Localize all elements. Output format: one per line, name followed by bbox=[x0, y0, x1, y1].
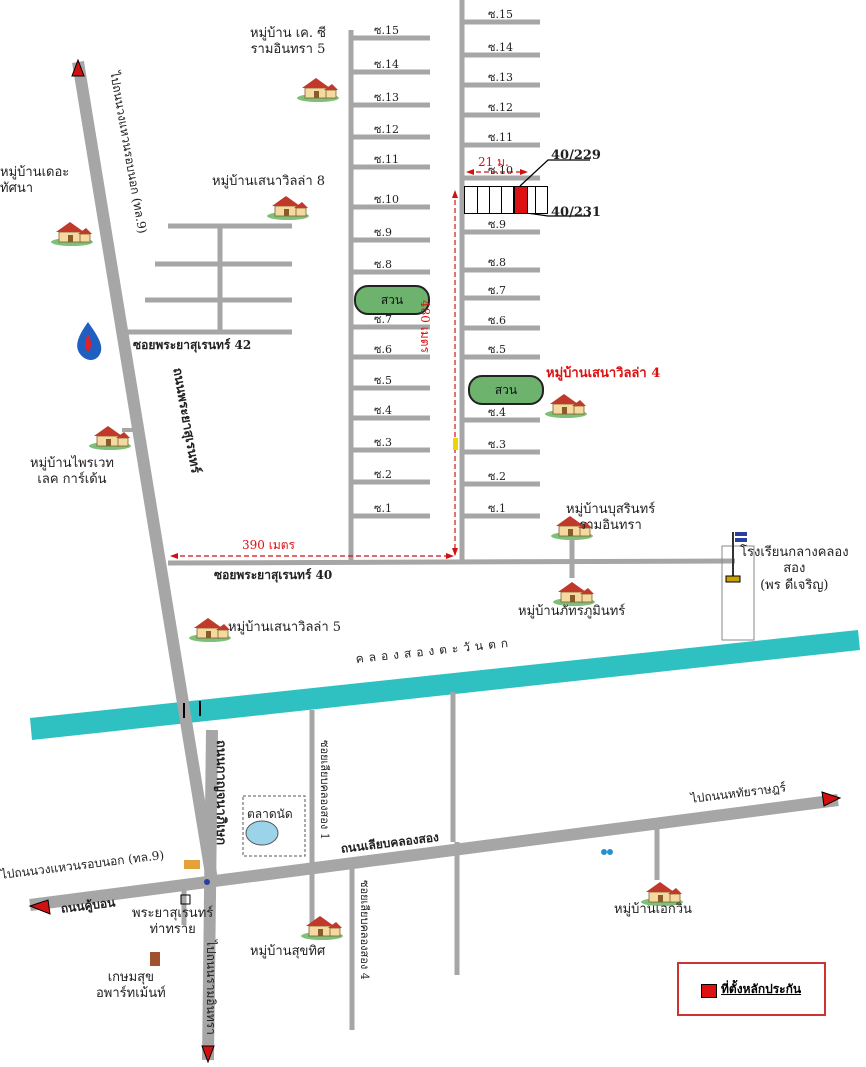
left-soi-label: ซ.14 bbox=[374, 58, 399, 71]
arrow-north bbox=[71, 58, 85, 77]
plot-bottom-label: 40/231 bbox=[551, 205, 601, 220]
right-soi-label: ซ.5 bbox=[488, 343, 506, 356]
canal bbox=[30, 630, 860, 740]
arrow-south bbox=[201, 1045, 215, 1064]
right-soi-label: ซ.14 bbox=[488, 41, 513, 54]
left-soi-label: ซ.7 bbox=[374, 313, 392, 326]
place-busarin: หมู่บ้านบุสรินทร์ รามอินทรา bbox=[566, 502, 656, 534]
house-icon bbox=[296, 74, 340, 102]
place-market: ตลาดนัด bbox=[247, 807, 293, 821]
right-soi-label: ซ.9 bbox=[488, 218, 506, 231]
place-kasemsuk: เกษมสุข อพาร์ทเม้นท์ bbox=[96, 970, 166, 1002]
house-icon bbox=[544, 390, 588, 418]
right-soi-branches bbox=[462, 19, 540, 519]
right-soi-label: ซ.15 bbox=[488, 8, 513, 21]
sign-icon bbox=[184, 860, 200, 869]
marker-icon bbox=[453, 438, 458, 450]
road-label-soi-42: ซอยพระยาสุเรนทร์ 42 bbox=[133, 338, 252, 352]
legend: ที่ตั้งหลักประกัน bbox=[677, 962, 826, 1016]
arrow-east bbox=[821, 791, 842, 807]
right-soi-label: ซ.4 bbox=[488, 406, 506, 419]
market-area bbox=[242, 795, 306, 857]
logo-icon bbox=[601, 849, 607, 855]
place-senavilla-4: หมู่บ้านเสนาวิลล่า 4 bbox=[546, 366, 661, 381]
place-senavilla-8: หมู่บ้านเสนาวิลล่า 8 bbox=[212, 174, 326, 189]
distance-21m: 21 ม. bbox=[478, 155, 509, 169]
right-soi-label: ซ.3 bbox=[488, 438, 506, 451]
plot-top-label: 40/229 bbox=[551, 148, 601, 163]
distance-390m: 390 เมตร bbox=[242, 538, 295, 552]
left-soi-label: ซ.12 bbox=[374, 123, 399, 136]
road-soi-40 bbox=[167, 558, 736, 566]
apartment-icon bbox=[150, 952, 160, 966]
left-soi-label: ซ.10 bbox=[374, 193, 399, 206]
park-right: สวน bbox=[468, 375, 544, 405]
left-soi-label: ซ.3 bbox=[374, 436, 392, 449]
school-area bbox=[721, 545, 755, 641]
left-soi-label: ซ.13 bbox=[374, 91, 399, 104]
left-soi-label: ซ.11 bbox=[374, 153, 399, 166]
measure-arrows bbox=[170, 169, 528, 559]
place-the-tasana: หมู่บ้านเดอะ ทัศนา bbox=[0, 165, 70, 197]
distance-480m: 480 เมตร bbox=[418, 300, 432, 353]
place-senavilla-5: หมู่บ้านเสนาวิลล่า 5 bbox=[228, 620, 342, 635]
road-kanchanaphisek-south bbox=[202, 729, 218, 1061]
house-icon bbox=[552, 578, 596, 606]
road-liab-khlong-song bbox=[29, 794, 839, 911]
road-phraya-suren bbox=[72, 61, 218, 881]
right-soi-label: ซ.12 bbox=[488, 101, 513, 114]
intersection-icon bbox=[204, 879, 210, 885]
left-soi-label: ซ.1 bbox=[374, 502, 392, 515]
left-soi-label: ซ.8 bbox=[374, 258, 392, 271]
left-soi-branches bbox=[351, 35, 430, 519]
legend-label: ที่ตั้งหลักประกัน bbox=[721, 982, 802, 996]
market-icon bbox=[245, 820, 279, 846]
place-phraya-suren-tharai: พระยาสุเรนทร์ ท่าทราย bbox=[132, 906, 214, 938]
road-label-kanchanaphisek: ถนนกาญจนาภิเษก bbox=[213, 740, 228, 846]
direction-arrows bbox=[28, 58, 842, 1064]
right-soi-label: ซ.6 bbox=[488, 314, 506, 327]
left-soi-label: ซ.15 bbox=[374, 24, 399, 37]
place-phatra: หมู่บ้านภัทรภูมินทร์ bbox=[518, 604, 626, 619]
road-network bbox=[29, 0, 839, 1061]
place-suk-sit: หมู่บ้านสุขทิศ bbox=[250, 944, 326, 959]
left-soi-label: ซ.9 bbox=[374, 226, 392, 239]
house-icon bbox=[88, 422, 132, 450]
house-icon bbox=[188, 614, 232, 642]
left-soi-label: ซ.5 bbox=[374, 374, 392, 387]
park-left: สวน bbox=[354, 285, 430, 315]
arrow-west bbox=[28, 899, 51, 915]
road-label-liab-4: ซอยเลียบคลองสอง 4 bbox=[358, 880, 371, 980]
right-soi-label: ซ.10 bbox=[488, 164, 513, 177]
left-soi-label: ซ.6 bbox=[374, 343, 392, 356]
building-icon bbox=[180, 894, 191, 905]
left-soi-label: ซ.2 bbox=[374, 468, 392, 481]
right-soi-label: ซ.7 bbox=[488, 284, 506, 297]
left-soi-label: ซ.4 bbox=[374, 404, 392, 417]
place-school: โรงเรียนกลางคลอง สอง (พร ดีเจริญ) bbox=[740, 545, 849, 593]
house-icon bbox=[300, 912, 344, 940]
measurements bbox=[172, 171, 526, 557]
legend-swatch bbox=[701, 984, 717, 998]
house-icon bbox=[550, 512, 594, 540]
right-soi-label: ซ.11 bbox=[488, 131, 513, 144]
road-label-soi-40: ซอยพระยาสุเรนทร์ 40 bbox=[214, 568, 333, 582]
plot-row bbox=[464, 186, 548, 214]
road-label-south: ไปถนนรามอินทรา bbox=[204, 940, 218, 1035]
right-soi-label: ซ.1 bbox=[488, 502, 506, 515]
house-icon bbox=[640, 878, 684, 906]
house-icon bbox=[266, 192, 310, 220]
bridge-mark bbox=[183, 701, 201, 718]
right-soi-label: ซ.13 bbox=[488, 71, 513, 84]
place-ekawin: หมู่บ้านเอกวิน bbox=[614, 902, 692, 917]
collateral-plot bbox=[514, 186, 528, 214]
right-soi-label: ซ.2 bbox=[488, 470, 506, 483]
right-soi-label: ซ.8 bbox=[488, 256, 506, 269]
place-prai-wet: หมู่บ้านไพรเวท เลค การ์เด้น bbox=[30, 456, 114, 488]
road-label-liab-1: ซอยเลียบคลองสอง 1 bbox=[318, 740, 331, 840]
house-icon bbox=[50, 218, 94, 246]
place-kc-ram-intra: หมู่บ้าน เค. ซี รามอินทรา 5 bbox=[250, 26, 326, 58]
